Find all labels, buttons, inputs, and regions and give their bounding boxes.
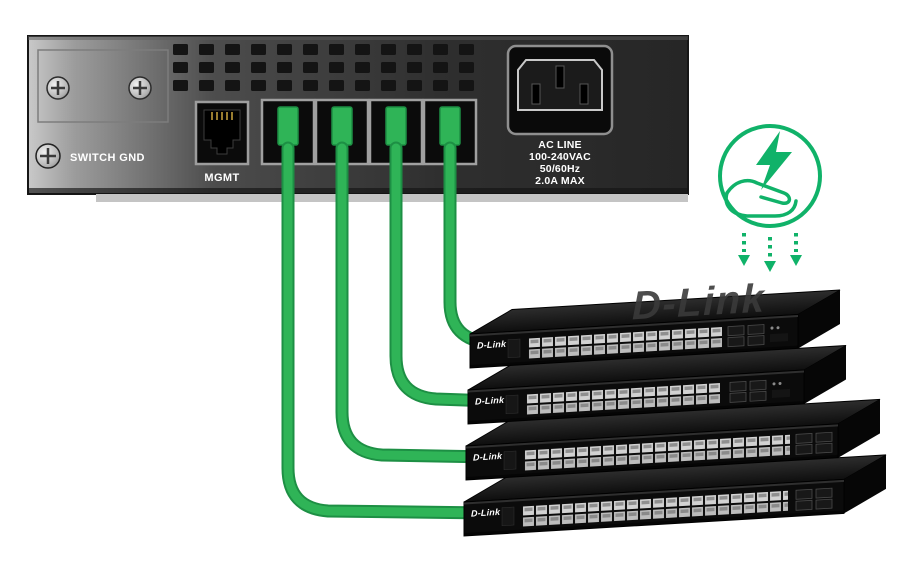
cable-plug bbox=[385, 106, 407, 146]
energy-saving-icon bbox=[718, 124, 822, 272]
panel-bottom-edge bbox=[28, 188, 688, 194]
ac-pin-slot bbox=[531, 83, 541, 105]
svg-text:50/60Hz: 50/60Hz bbox=[540, 163, 581, 175]
dlink-logo: D-Link bbox=[477, 339, 507, 351]
icon-circle bbox=[718, 124, 822, 228]
sfp-ports bbox=[795, 431, 833, 455]
switch-stack: D-Link D-Link D-Link bbox=[463, 276, 887, 537]
vent-grid bbox=[173, 44, 485, 94]
mgmt-port bbox=[194, 100, 250, 166]
screw-top-left-icon bbox=[46, 76, 70, 100]
ac-rating-label: AC LINE 100-240VAC 50/60Hz 2.0A MAX bbox=[529, 139, 591, 187]
cable-plug bbox=[331, 106, 353, 146]
port-row bbox=[528, 326, 722, 360]
svg-text:2.0A MAX: 2.0A MAX bbox=[535, 175, 585, 187]
ethernet-cables bbox=[281, 141, 503, 520]
ac-pin-slot bbox=[579, 83, 589, 105]
dlink-watermark: D-Link bbox=[632, 276, 766, 328]
port-row bbox=[522, 489, 788, 528]
switch-rear-panel: SWITCH GND MGMT bbox=[27, 35, 689, 202]
mgmt-label: MGMT bbox=[204, 172, 239, 184]
switch-side-face bbox=[798, 290, 840, 349]
ac-pin-slot bbox=[555, 65, 565, 89]
switch-side-face bbox=[804, 345, 846, 405]
cable-plug bbox=[277, 106, 299, 146]
switch-unit-2: D-Link bbox=[467, 345, 847, 425]
screw-top-right-icon bbox=[128, 76, 152, 100]
led-block bbox=[501, 506, 515, 527]
sfp-ports bbox=[795, 487, 833, 511]
port-row bbox=[526, 382, 720, 416]
svg-text:100-240VAC: 100-240VAC bbox=[529, 151, 591, 163]
triple-down-arrows-icon bbox=[738, 233, 802, 272]
rj45-pins-icon bbox=[211, 112, 233, 120]
ac-inlet bbox=[506, 44, 614, 136]
dlink-logo: D-Link bbox=[471, 507, 501, 519]
switch-side-face bbox=[838, 399, 880, 458]
lightning-icon bbox=[756, 131, 792, 190]
sfp-ports bbox=[727, 324, 765, 348]
switch-unit-4: D-Link bbox=[463, 454, 887, 537]
dlink-logo: D-Link bbox=[475, 395, 505, 407]
switch-side-face bbox=[844, 454, 886, 514]
ethernet-cable-3 bbox=[391, 143, 498, 406]
ethernet-cable-1 bbox=[283, 143, 494, 518]
sfp-ports bbox=[729, 379, 767, 403]
panel-top-edge bbox=[28, 36, 688, 40]
port-row bbox=[524, 433, 790, 472]
mount-plate-outline bbox=[37, 49, 169, 123]
cable-plug bbox=[439, 106, 461, 146]
switch-unit-3: D-Link bbox=[465, 398, 881, 481]
svg-text:AC LINE: AC LINE bbox=[538, 139, 581, 151]
dlink-logo: D-Link bbox=[473, 451, 503, 463]
ground-screw-icon bbox=[35, 143, 61, 169]
led-block bbox=[503, 450, 517, 471]
ethernet-cable-2 bbox=[337, 143, 496, 462]
switch-unit-1: D-Link D-Link bbox=[469, 276, 841, 369]
hand-icon bbox=[724, 179, 798, 218]
ground-label: SWITCH GND bbox=[70, 152, 145, 164]
led-block bbox=[505, 394, 519, 415]
led-block bbox=[507, 338, 521, 359]
